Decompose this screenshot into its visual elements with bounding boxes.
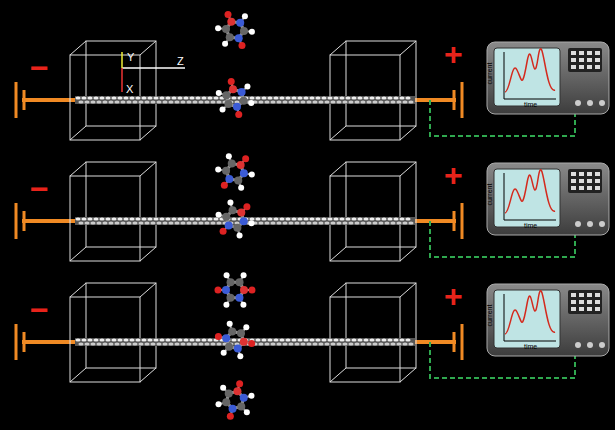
battery-plate [15, 324, 18, 360]
electrode-box [330, 283, 416, 382]
current-meter [487, 163, 609, 235]
molecule [215, 11, 255, 49]
electrode-box [70, 283, 156, 382]
molecule [216, 380, 255, 420]
battery-plate [461, 324, 464, 360]
battery-plate [453, 332, 456, 352]
polarity-sign: + [444, 280, 463, 312]
axis-label: X [126, 84, 133, 95]
battery-plate [453, 90, 456, 110]
molecule [216, 200, 255, 239]
electrode-box [330, 41, 416, 140]
polarity-sign: − [30, 52, 49, 84]
axis-title: time [524, 101, 537, 108]
battery-plate [23, 90, 26, 110]
molecule [216, 78, 254, 118]
axis-title: current [486, 305, 493, 327]
battery-plate [461, 82, 464, 118]
battery-plate [453, 211, 456, 231]
axis-title: current [486, 63, 493, 85]
battery-plate [15, 203, 18, 239]
axis-title: time [524, 343, 537, 350]
polarity-sign: − [30, 294, 49, 326]
battery-plate [15, 82, 18, 118]
axis-label: Y [127, 52, 134, 63]
polarity-sign: − [30, 173, 49, 205]
axis-title: current [486, 184, 493, 206]
graphene-ribbon [75, 338, 415, 346]
electrode-box [70, 162, 156, 261]
battery-plate [23, 332, 26, 352]
molecule [215, 321, 255, 359]
axis-label: Z [177, 56, 184, 67]
battery-plate [461, 203, 464, 239]
graphene-ribbon [75, 96, 415, 104]
electrode-box [330, 162, 416, 261]
current-meter [487, 284, 609, 356]
axis-title: time [524, 222, 537, 229]
molecule [215, 272, 256, 308]
molecule [215, 153, 255, 191]
electrode-box [70, 41, 156, 140]
battery-plate [23, 211, 26, 231]
current-meter [487, 42, 609, 114]
polarity-sign: + [444, 159, 463, 191]
polarity-sign: + [444, 38, 463, 70]
graphene-ribbon [75, 217, 415, 225]
